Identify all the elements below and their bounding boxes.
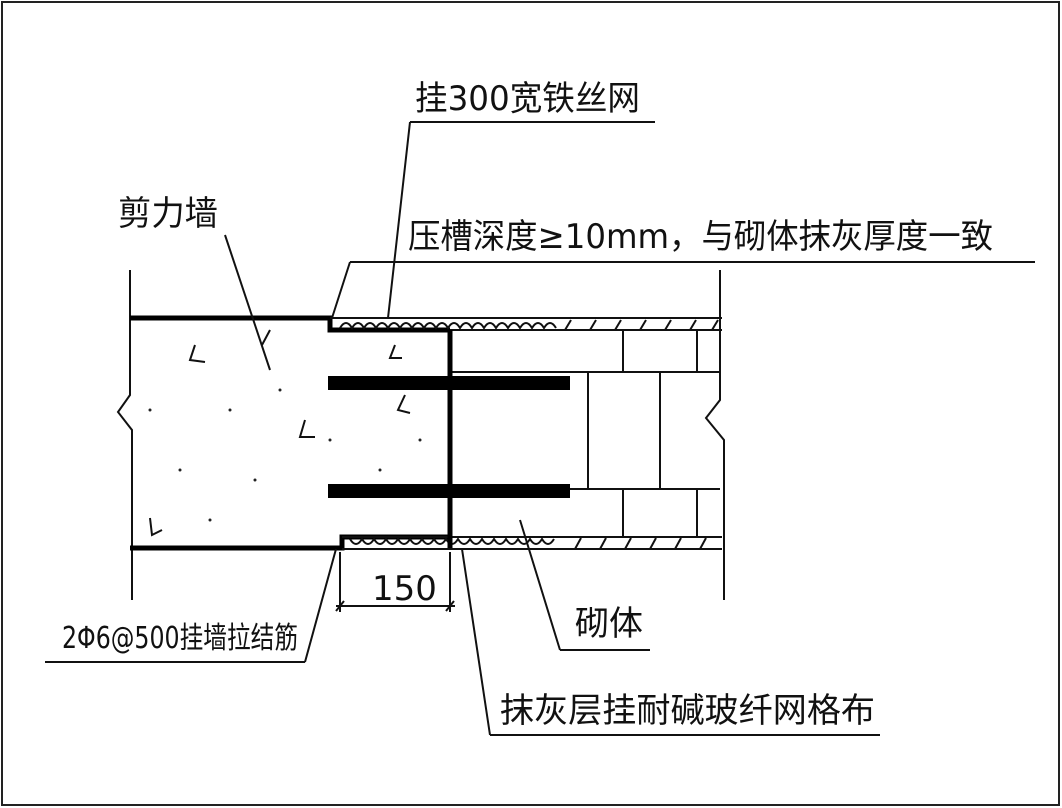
- label-fiberglass-mesh: 抹灰层挂耐碱玻纤网格布: [500, 691, 875, 731]
- dimension-label: 150: [372, 569, 437, 609]
- label-tie-bars: 2Φ6@500挂墙拉结筋: [62, 621, 298, 656]
- plaster-layer-bottom: [342, 536, 722, 550]
- masonry-blocks: [450, 270, 725, 600]
- label-masonry: 砌体: [575, 604, 643, 644]
- tie-bar-bottom: [328, 484, 570, 498]
- shear-wall: [116, 270, 450, 600]
- tie-bar-top: [328, 376, 570, 390]
- label-groove-depth: 压槽深度≥10mm，与砌体抹灰厚度一致: [408, 217, 993, 257]
- label-wire-mesh: 挂300宽铁丝网: [415, 79, 640, 119]
- plaster-layer-top: [330, 317, 722, 331]
- leader-lines: [45, 121, 1035, 736]
- dimension-150: 150: [335, 552, 455, 612]
- label-shear-wall: 剪力墙: [118, 194, 218, 234]
